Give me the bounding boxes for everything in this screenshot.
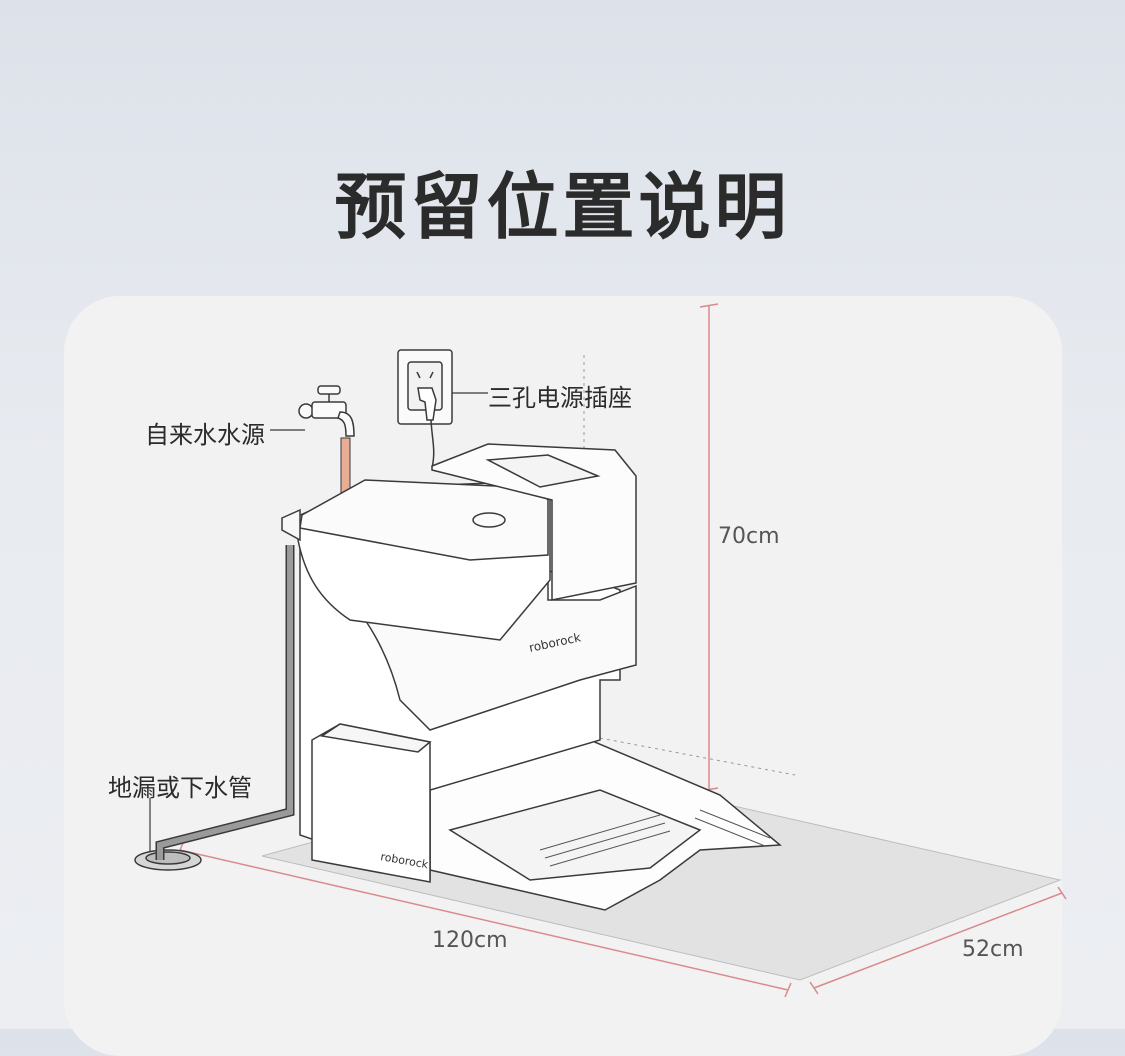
dock-illustration: roborock roborock <box>134 303 1067 998</box>
height-dimension-label: 70cm <box>718 524 780 549</box>
water-tank-module <box>311 723 432 883</box>
page-title: 预留位置说明 <box>334 165 791 249</box>
water-pipe <box>340 437 351 495</box>
water-source-label: 自来水水源 <box>145 421 265 449</box>
drain-label: 地漏或下水管 <box>108 774 252 802</box>
width-dimension-label: 120cm <box>432 928 508 953</box>
height-dimension-line <box>699 303 719 792</box>
water-tap-icon <box>298 385 355 437</box>
dock-base <box>429 739 782 911</box>
power-socket-icon <box>397 349 453 469</box>
dock-body <box>281 443 637 882</box>
drain-icon <box>134 545 295 871</box>
depth-dimension-line <box>809 886 1067 995</box>
power-socket-label: 三孔电源插座 <box>488 384 632 412</box>
depth-dimension-label: 52cm <box>962 937 1024 962</box>
